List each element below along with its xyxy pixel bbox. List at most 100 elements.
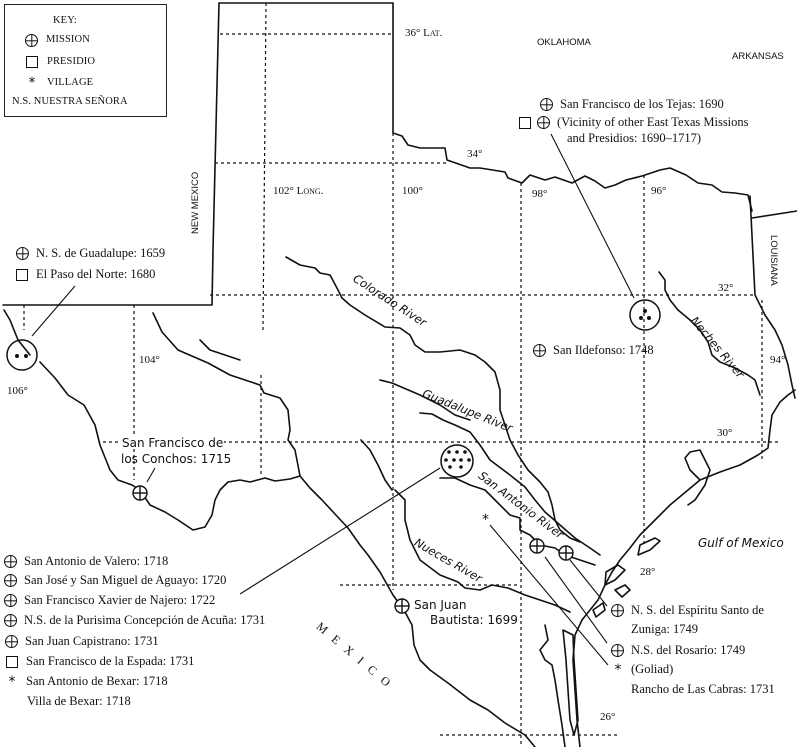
- mission-icon: [4, 555, 17, 568]
- label-lat-32: 32°: [718, 282, 734, 294]
- leader-conchos: [146, 467, 156, 483]
- mission-icon: [4, 574, 17, 587]
- mission-icon: [4, 614, 17, 627]
- mission-icon: [5, 635, 18, 648]
- new-mexico-border: [2, 2, 220, 306]
- presidio-icon: [519, 116, 531, 129]
- leader-goliad: [489, 524, 609, 666]
- galveston-bay: [684, 449, 711, 506]
- mission-icon: [25, 34, 38, 47]
- mission-icon: [540, 98, 553, 111]
- guadalupe-upper: [379, 379, 471, 421]
- map-key: KEY: MISSION PRESIDIO * VILLAGE N.S. NUE…: [4, 4, 167, 117]
- arkansas-louisiana-border: [751, 210, 797, 219]
- mission-icon: [611, 604, 624, 617]
- list-item-san-antonio-valero: San Antonio de Valero: 1718: [4, 554, 168, 569]
- east-texas-cluster-circle: [629, 299, 661, 331]
- mission-icon: [4, 594, 17, 607]
- mission-icon-rosario-site: [558, 545, 574, 561]
- label-long-106: 106°: [7, 385, 28, 397]
- guadalupe-river-line: [419, 412, 601, 556]
- region-gulf-of-mexico: Gulf of Mexico: [698, 536, 784, 550]
- list-item-san-antonio-bexar: * San Antonio de Bexar: 1718: [6, 674, 168, 689]
- el-paso-cluster-circle: [6, 339, 38, 371]
- list-item-zuniga: Zuniga: 1749: [631, 622, 699, 636]
- colorado-river-line: [285, 256, 581, 543]
- site-ns-guadalupe: N. S. de Guadalupe: 1659: [16, 246, 165, 261]
- presidio-icon: [26, 56, 38, 68]
- label-lat-36: 36° Lat.: [405, 27, 443, 39]
- site-conchos-line1: San Francisco de: [121, 436, 225, 450]
- nueces-river-line: [394, 489, 571, 613]
- gridline-long-102: [262, 2, 267, 331]
- list-item-rancho-cabras: Rancho de Las Cabras: 1731: [631, 682, 775, 696]
- mission-icon: [537, 116, 550, 129]
- pecos-river: [199, 339, 241, 361]
- key-title: KEY:: [53, 15, 77, 26]
- mission-icon: [16, 247, 29, 260]
- list-item-san-francisco-espada: San Francisco de la Espada: 1731: [6, 654, 194, 669]
- leader-rosario: [544, 556, 608, 644]
- east-coast: [572, 389, 796, 747]
- label-lat-26: 26°: [600, 711, 616, 723]
- list-item-espiritu-santo: N. S. del Espíritu Santo de: [611, 603, 764, 618]
- mission-icon: [533, 344, 546, 357]
- coastal-inlet: [614, 584, 631, 598]
- site-san-juan-bautista-line2: Bautista: 1699: [430, 613, 518, 627]
- site-san-juan-bautista-line1: San Juan: [414, 598, 467, 612]
- site-east-texas-vicinity: (Vicinity of other East Texas Missions: [519, 115, 749, 130]
- leader-espiritu: [569, 559, 608, 607]
- matagorda-island: [637, 537, 661, 556]
- site-conchos-line2: los Conchos: 1715: [121, 452, 232, 466]
- site-el-paso-del-norte: El Paso del Norte: 1680: [16, 267, 155, 282]
- laguna-coast: [539, 624, 566, 747]
- region-arkansas: ARKANSAS: [732, 51, 784, 62]
- list-item-rosario: N.S. del Rosarío: 1749: [611, 643, 745, 658]
- region-louisiana: LOUISIANA: [768, 235, 779, 286]
- village-icon: *: [614, 661, 622, 678]
- list-item-purisima-concepcion: N.S. de la Purisima Concepción de Acuña:…: [4, 613, 265, 628]
- site-east-texas-vicinity-cont: and Presidios: 1690–1717): [567, 131, 702, 145]
- leader-el-paso: [31, 285, 76, 337]
- presidio-icon: [16, 268, 28, 281]
- label-long-104: 104°: [139, 354, 160, 366]
- list-item-san-juan-capistrano: San Juan Capistrano: 1731: [5, 634, 159, 649]
- key-item-village: * VILLAGE: [26, 75, 94, 92]
- mission-icon-conchos: [132, 485, 148, 501]
- rio-grande-upper: [152, 312, 536, 747]
- presidio-icon: [6, 655, 18, 668]
- corpus-bay: [604, 564, 626, 586]
- village-icon: *: [28, 75, 36, 92]
- label-lat-30: 30°: [717, 427, 733, 439]
- list-item-san-jose-aguayo: San José y San Miguel de Aguayo: 1720: [4, 573, 226, 588]
- neches-river-line: [658, 271, 761, 396]
- key-abbreviation: N.S. NUESTRA SEÑORA: [12, 96, 128, 107]
- mission-icon: [611, 644, 624, 657]
- label-long-100: 100°: [402, 185, 423, 197]
- label-long-102: 102° Long.: [273, 185, 324, 197]
- list-item-goliad: * (Goliad): [612, 661, 674, 678]
- leader-san-antonio: [239, 467, 441, 595]
- key-item-mission: MISSION: [25, 34, 90, 47]
- label-long-94: 94°: [770, 354, 786, 366]
- site-san-ildefonso: San Ildefonso: 1748: [533, 343, 654, 358]
- list-item-san-francisco-xavier: San Francisco Xavier de Najero: 1722: [4, 593, 215, 608]
- label-long-98: 98°: [532, 188, 548, 200]
- label-lat-28: 28°: [640, 566, 656, 578]
- san-antonio-cluster-circle: [440, 444, 474, 478]
- leader-east-texas: [550, 133, 635, 299]
- village-icon: *: [8, 673, 16, 690]
- panhandle-east-border: [392, 2, 753, 212]
- barrier-island: [592, 602, 606, 618]
- nueces-upper: [360, 439, 393, 491]
- padre-island: [562, 629, 579, 736]
- region-oklahoma: OKLAHOMA: [537, 37, 591, 48]
- louisiana-border: [749, 195, 796, 399]
- mission-icon-san-juan-bautista: [394, 598, 410, 614]
- list-item-villa-bexar: Villa de Bexar: 1718: [27, 694, 131, 708]
- label-lat-34: 34°: [467, 148, 483, 160]
- region-new-mexico: NEW MEXICO: [190, 171, 201, 234]
- key-item-presidio: PRESIDIO: [26, 56, 95, 68]
